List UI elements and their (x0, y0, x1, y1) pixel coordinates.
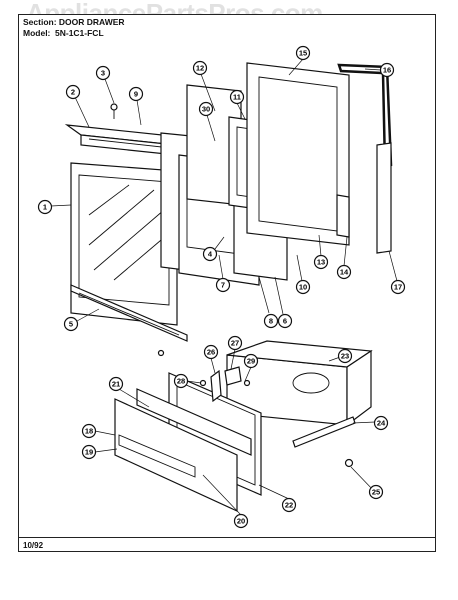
callout-7: 7 (215, 277, 231, 293)
model-label: Model: (23, 28, 51, 38)
callout-28: 28 (173, 373, 189, 389)
callout-21: 21 (108, 376, 124, 392)
callout-10: 10 (295, 279, 311, 295)
callout-2: 2 (65, 84, 81, 100)
svg-text:24: 24 (377, 419, 386, 428)
svg-text:27: 27 (231, 339, 239, 348)
svg-text:15: 15 (299, 49, 307, 58)
callout-20: 20 (233, 513, 249, 529)
svg-text:16: 16 (383, 66, 391, 75)
callout-14: 14 (336, 264, 352, 280)
callout-15: 15 (295, 45, 311, 61)
drawer-box (226, 340, 373, 427)
exploded-diagram: 1 2 3 4 5 6 7 8 9 10 11 12 13 14 15 16 1… (37, 45, 406, 529)
svg-text:22: 22 (285, 501, 293, 510)
svg-text:21: 21 (112, 380, 120, 389)
svg-text:4: 4 (208, 250, 213, 259)
callout-4: 4 (202, 246, 218, 262)
callout-8: 8 (263, 313, 279, 329)
svg-text:30: 30 (202, 105, 210, 114)
callout-3: 3 (95, 65, 111, 81)
callout-11: 11 (229, 89, 245, 105)
drawer-slide (292, 416, 356, 468)
svg-text:8: 8 (269, 317, 273, 326)
svg-text:13: 13 (317, 258, 325, 267)
svg-text:6: 6 (283, 317, 287, 326)
door-inner-frame (246, 62, 350, 246)
svg-text:7: 7 (221, 281, 225, 290)
callout-22: 22 (281, 497, 297, 513)
svg-text:14: 14 (340, 268, 349, 277)
svg-text:9: 9 (134, 90, 138, 99)
model-number: 5N-1C1-FCL (55, 28, 104, 38)
svg-text:5: 5 (69, 320, 73, 329)
svg-text:18: 18 (85, 427, 93, 436)
svg-text:23: 23 (341, 352, 349, 361)
svg-text:3: 3 (101, 69, 105, 78)
outer-door-panel (70, 162, 178, 326)
svg-text:17: 17 (394, 283, 402, 292)
footer-divider (19, 537, 435, 538)
date-code: 10/92 (23, 541, 44, 550)
svg-text:28: 28 (177, 377, 185, 386)
section-label: Section: DOOR DRAWER (23, 17, 125, 27)
svg-text:25: 25 (372, 488, 380, 497)
callout-24: 24 (373, 415, 389, 431)
diagram-sheet: Section: DOOR DRAWER Model: 5N-1C1-FCL (18, 14, 436, 552)
svg-text:26: 26 (207, 348, 215, 357)
callout-1: 1 (37, 199, 53, 215)
callout-5: 5 (63, 316, 79, 332)
svg-text:11: 11 (233, 93, 241, 102)
svg-text:2: 2 (71, 88, 75, 97)
callout-12: 12 (192, 60, 208, 76)
callout-19: 19 (81, 444, 97, 460)
leader-lines (50, 58, 398, 516)
callout-25: 25 (368, 484, 384, 500)
callout-16: 16 (379, 62, 395, 78)
door-bottom-trim (70, 284, 188, 357)
callout-18: 18 (81, 423, 97, 439)
callout-26: 26 (203, 344, 219, 360)
trim-screw (110, 103, 118, 119)
callout-29: 29 (243, 353, 259, 369)
callout-6: 6 (277, 313, 293, 329)
callout-30: 30 (198, 101, 214, 117)
door-side-panel (376, 142, 392, 254)
svg-text:20: 20 (237, 517, 245, 526)
svg-text:29: 29 (247, 357, 255, 366)
svg-text:19: 19 (85, 448, 93, 457)
svg-text:12: 12 (196, 64, 204, 73)
callout-9: 9 (128, 86, 144, 102)
callout-27: 27 (227, 335, 243, 351)
callout-13: 13 (313, 254, 329, 270)
svg-text:10: 10 (299, 283, 307, 292)
callout-17: 17 (390, 279, 406, 295)
callout-23: 23 (337, 348, 353, 364)
svg-text:1: 1 (43, 203, 47, 212)
